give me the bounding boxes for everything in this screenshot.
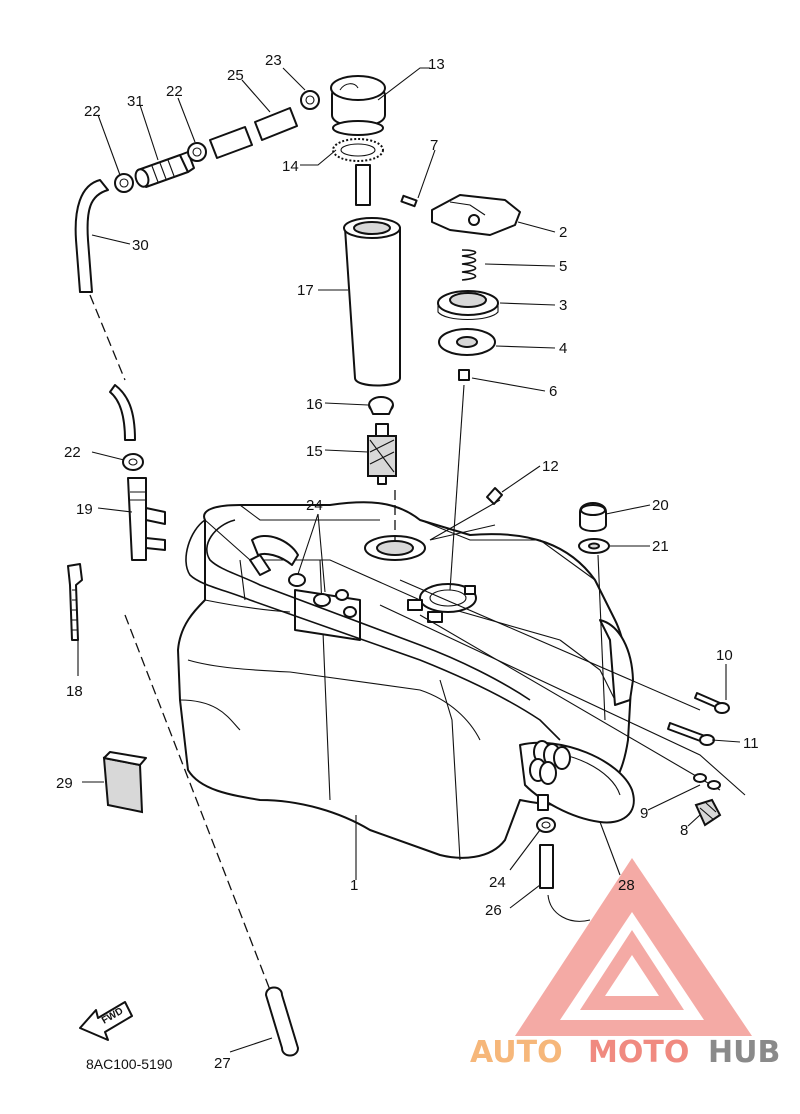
bolt-11 xyxy=(667,722,715,746)
hose-27 xyxy=(265,986,299,1057)
cap-gasket xyxy=(332,138,384,162)
callout-12: 12 xyxy=(542,458,559,475)
clamp-22-lower xyxy=(122,453,144,471)
cap-stem xyxy=(355,164,371,206)
callout-20: 20 xyxy=(652,497,669,514)
clamp-24-upper xyxy=(288,573,357,618)
filter-clamp xyxy=(368,396,394,415)
watermark-auto: AUTO xyxy=(470,1035,563,1070)
callout-24a: 24 xyxy=(306,497,323,514)
callout-27: 27 xyxy=(214,1055,231,1072)
callout-16: 16 xyxy=(306,396,323,413)
leader-lines xyxy=(77,67,741,1053)
seat-ring xyxy=(437,290,499,320)
callout-3: 3 xyxy=(559,297,567,314)
fuel-cap xyxy=(330,75,386,136)
diagram-code: 8AC100-5190 xyxy=(86,1056,173,1072)
pad-29 xyxy=(102,751,147,814)
callout-26: 26 xyxy=(485,902,502,919)
fuel-filter xyxy=(367,423,397,485)
filler-tube xyxy=(343,217,401,387)
callout-15: 15 xyxy=(306,443,323,460)
washer-4 xyxy=(438,328,496,356)
clamp-23 xyxy=(300,90,320,110)
callout-19: 19 xyxy=(76,501,93,518)
watermark-hub: HUB xyxy=(708,1035,780,1070)
fwd-arrow: FWD xyxy=(79,1001,133,1041)
callout-29: 29 xyxy=(56,775,73,792)
callout-2: 2 xyxy=(559,224,567,241)
clamp-22-mid xyxy=(187,142,207,162)
callout-18: 18 xyxy=(66,683,83,700)
hose-26 xyxy=(539,844,554,889)
callout-6: 6 xyxy=(549,383,557,400)
assembly-lines xyxy=(89,294,746,991)
callout-1: 1 xyxy=(350,877,358,894)
callouts: 1 2 3 4 5 6 7 8 9 10 11 12 13 14 15 16 1… xyxy=(56,52,759,1072)
callout-24b: 24 xyxy=(489,874,506,891)
callout-8: 8 xyxy=(680,822,688,839)
band-18 xyxy=(67,563,83,641)
callout-14: 14 xyxy=(282,158,299,175)
callout-7: 7 xyxy=(430,137,438,154)
callout-4: 4 xyxy=(559,340,567,357)
callout-22b: 22 xyxy=(166,83,183,100)
callout-22a: 22 xyxy=(84,103,101,120)
hose-25 xyxy=(209,107,298,159)
hose-30 xyxy=(74,179,109,293)
joint-19 xyxy=(127,477,166,561)
callout-22c: 22 xyxy=(64,444,81,461)
fuel-tank xyxy=(177,501,635,861)
clamp-24-lower xyxy=(536,817,556,833)
callout-13: 13 xyxy=(428,56,445,73)
cap-cover xyxy=(431,194,521,236)
callout-25: 25 xyxy=(227,67,244,84)
hose-30-lower xyxy=(109,384,136,441)
washer-21 xyxy=(578,538,610,554)
damper-8 xyxy=(694,798,722,827)
callout-23: 23 xyxy=(265,52,282,69)
washer-9 xyxy=(693,773,721,790)
callout-31: 31 xyxy=(127,93,144,110)
callout-17: 17 xyxy=(297,282,314,299)
clip xyxy=(486,487,503,505)
nut-6 xyxy=(458,369,470,381)
callout-9: 9 xyxy=(640,805,648,822)
callout-11: 11 xyxy=(743,735,759,752)
check-valve-31 xyxy=(134,151,195,188)
spring xyxy=(461,249,477,281)
callout-5: 5 xyxy=(559,258,567,275)
watermark-text: AUTO MOTO HUB xyxy=(470,1035,780,1070)
watermark-moto: MOTO xyxy=(588,1035,689,1070)
pin xyxy=(400,194,418,208)
callout-10: 10 xyxy=(716,647,733,664)
callout-21: 21 xyxy=(652,538,669,555)
bolt-10 xyxy=(694,692,730,714)
cap-nut xyxy=(579,502,607,532)
callout-30: 30 xyxy=(132,237,149,254)
clamp-22-upper xyxy=(114,173,134,193)
watermark-logo xyxy=(515,858,752,1036)
callout-28: 28 xyxy=(618,877,635,894)
